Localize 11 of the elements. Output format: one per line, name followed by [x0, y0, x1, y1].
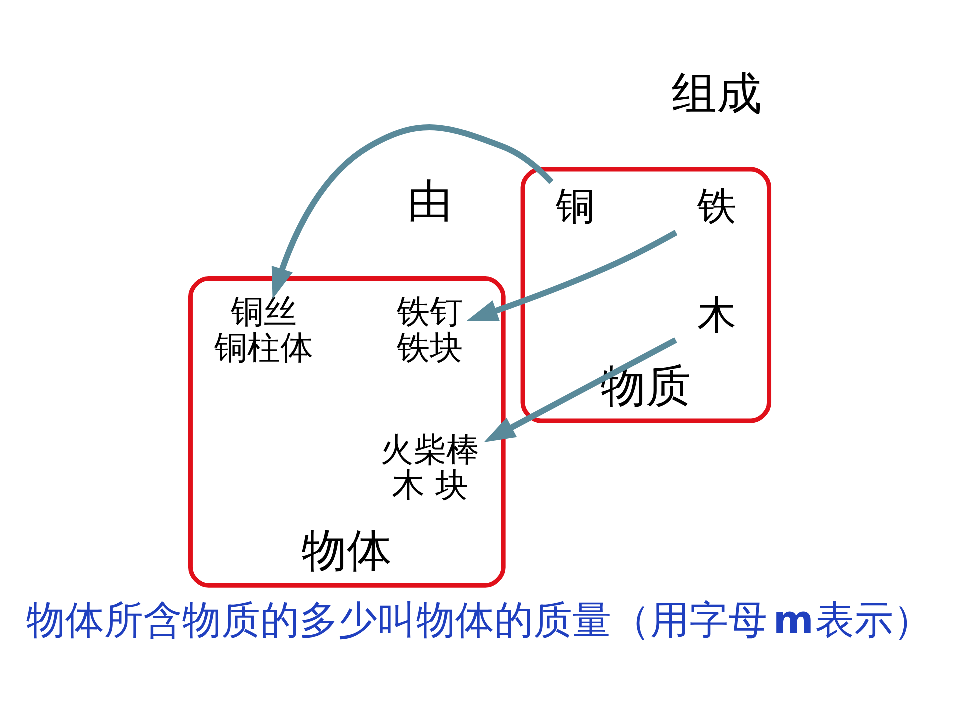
arrow [272, 124, 554, 300]
arrow [466, 230, 678, 322]
arrow [484, 338, 678, 442]
node-text: 铁 [697, 184, 736, 230]
node-text: 火柴棒 木 块 [380, 430, 480, 505]
node-text: 铜 [556, 184, 595, 230]
node-text: 铁钉 铁块 [397, 292, 464, 368]
node-text: 木 [697, 294, 736, 339]
node-text: 铜丝 铜柱体 [214, 292, 314, 368]
label: 由 [408, 174, 453, 228]
label: 组成 [672, 66, 762, 120]
